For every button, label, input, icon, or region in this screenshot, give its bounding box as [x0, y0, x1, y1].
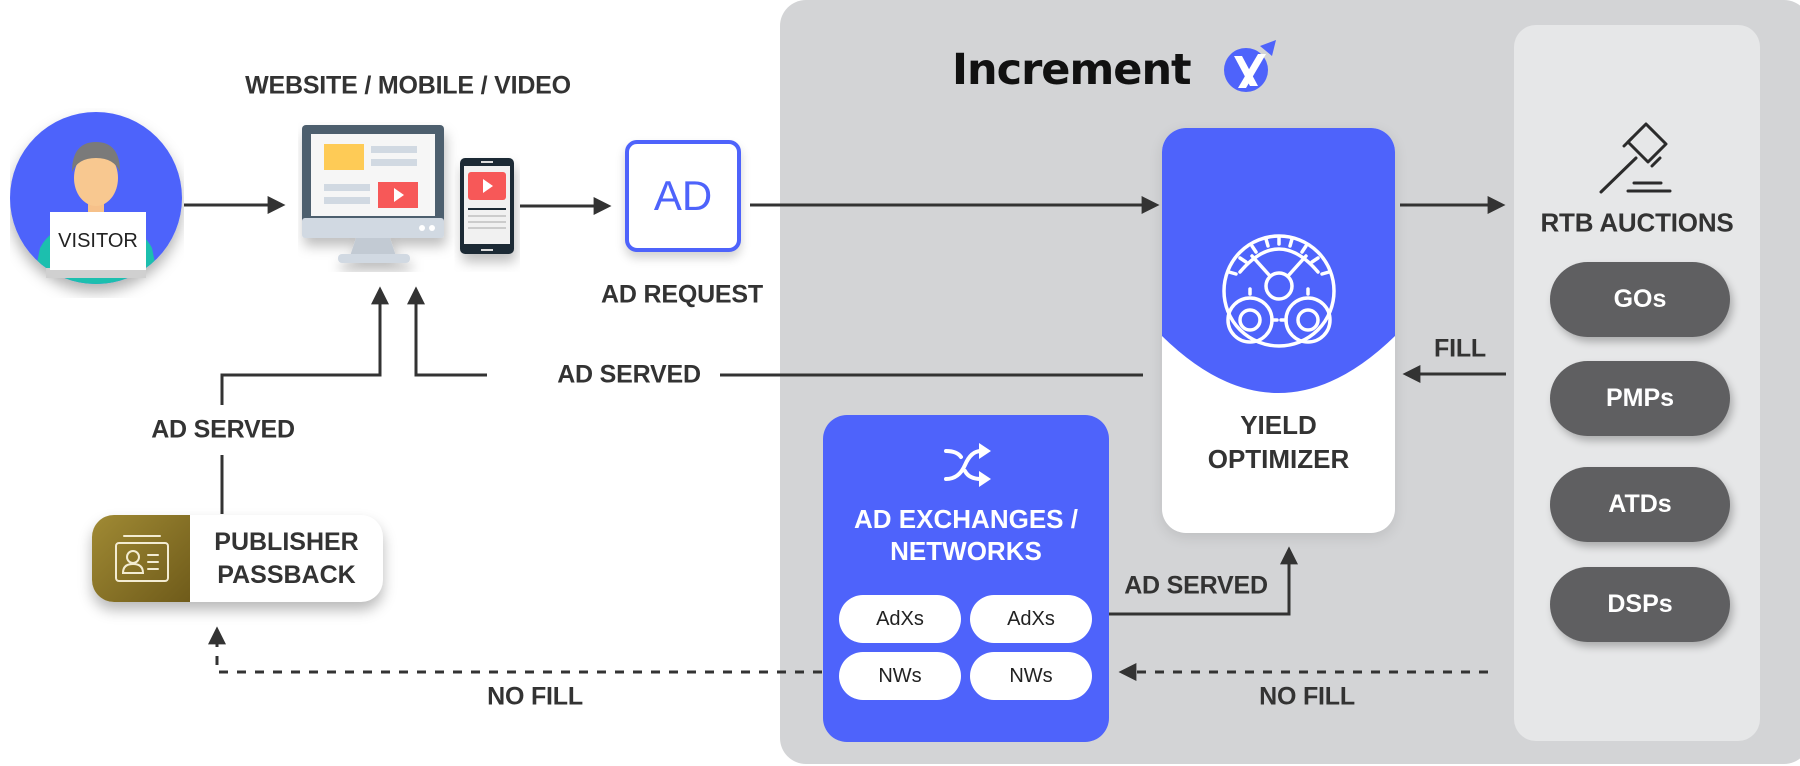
yield-optimizer-title: YIELD OPTIMIZER — [1162, 408, 1395, 476]
adx-item: AdXs — [839, 595, 961, 643]
fill-label: FILL — [1434, 334, 1486, 363]
ad-exchanges-networks-card: AD EXCHANGES / NETWORKS AdXs AdXs NWs NW… — [823, 415, 1109, 742]
yield-title-line1: YIELD — [1240, 410, 1317, 440]
gears-icon — [1222, 234, 1336, 348]
arrow-no-fill-left — [208, 626, 822, 674]
adx-item: AdXs — [970, 595, 1092, 643]
rtb-item-gos: GOs — [1550, 262, 1730, 337]
network-item: NWs — [970, 652, 1092, 700]
no-fill-right-label: NO FILL — [1259, 682, 1355, 711]
yield-optimizer-header — [1162, 128, 1395, 393]
devices-label: WEBSITE / MOBILE / VIDEO — [245, 71, 571, 100]
rtb-item-atds: ATDs — [1550, 467, 1730, 542]
ad-request-label: AD REQUEST — [601, 280, 763, 309]
arrow-ad-served-passback-top — [220, 286, 389, 405]
logo-wordmark: Increment — [952, 45, 1192, 95]
arrow-ad-served-main-left — [407, 286, 487, 377]
id-card-icon — [115, 535, 169, 582]
ad-exchanges-title: AD EXCHANGES / NETWORKS — [823, 503, 1109, 567]
passback-icon-tile — [92, 515, 190, 602]
visitor-label: VISITOR — [50, 212, 146, 270]
yield-optimizer-card: YIELD OPTIMIZER — [1162, 128, 1395, 533]
arrow-ad-served-exchange — [1109, 546, 1298, 616]
adx-title-line2: NETWORKS — [890, 536, 1042, 566]
ad-served-passback-label: AD SERVED — [151, 415, 295, 444]
rtb-item-dsps: DSPs — [1550, 567, 1730, 642]
publisher-passback-card: PUBLISHER PASSBACK — [92, 515, 383, 602]
rtb-item-pmps: PMPs — [1550, 361, 1730, 436]
gavel-icon — [1599, 122, 1672, 194]
publisher-passback-title: PUBLISHER PASSBACK — [190, 515, 383, 602]
no-fill-left-label: NO FILL — [487, 682, 583, 711]
rtb-auctions-title: RTB AUCTIONS — [1540, 207, 1734, 238]
passback-title-line2: PASSBACK — [217, 560, 356, 589]
adx-title-line1: AD EXCHANGES / — [854, 504, 1078, 534]
ad-served-main-label: AD SERVED — [557, 360, 701, 389]
passback-title-line1: PUBLISHER — [214, 527, 359, 556]
ad-served-exchange-label: AD SERVED — [1124, 571, 1268, 600]
network-item: NWs — [839, 652, 961, 700]
website-mobile-video-devices — [302, 125, 514, 263]
shuffle-icon — [944, 443, 991, 487]
mobile-phone-icon — [460, 158, 514, 254]
ad-box: AD — [625, 140, 741, 252]
yield-title-line2: OPTIMIZER — [1207, 444, 1350, 474]
desktop-monitor-icon — [302, 125, 444, 263]
logo-x-icon — [1224, 40, 1276, 92]
